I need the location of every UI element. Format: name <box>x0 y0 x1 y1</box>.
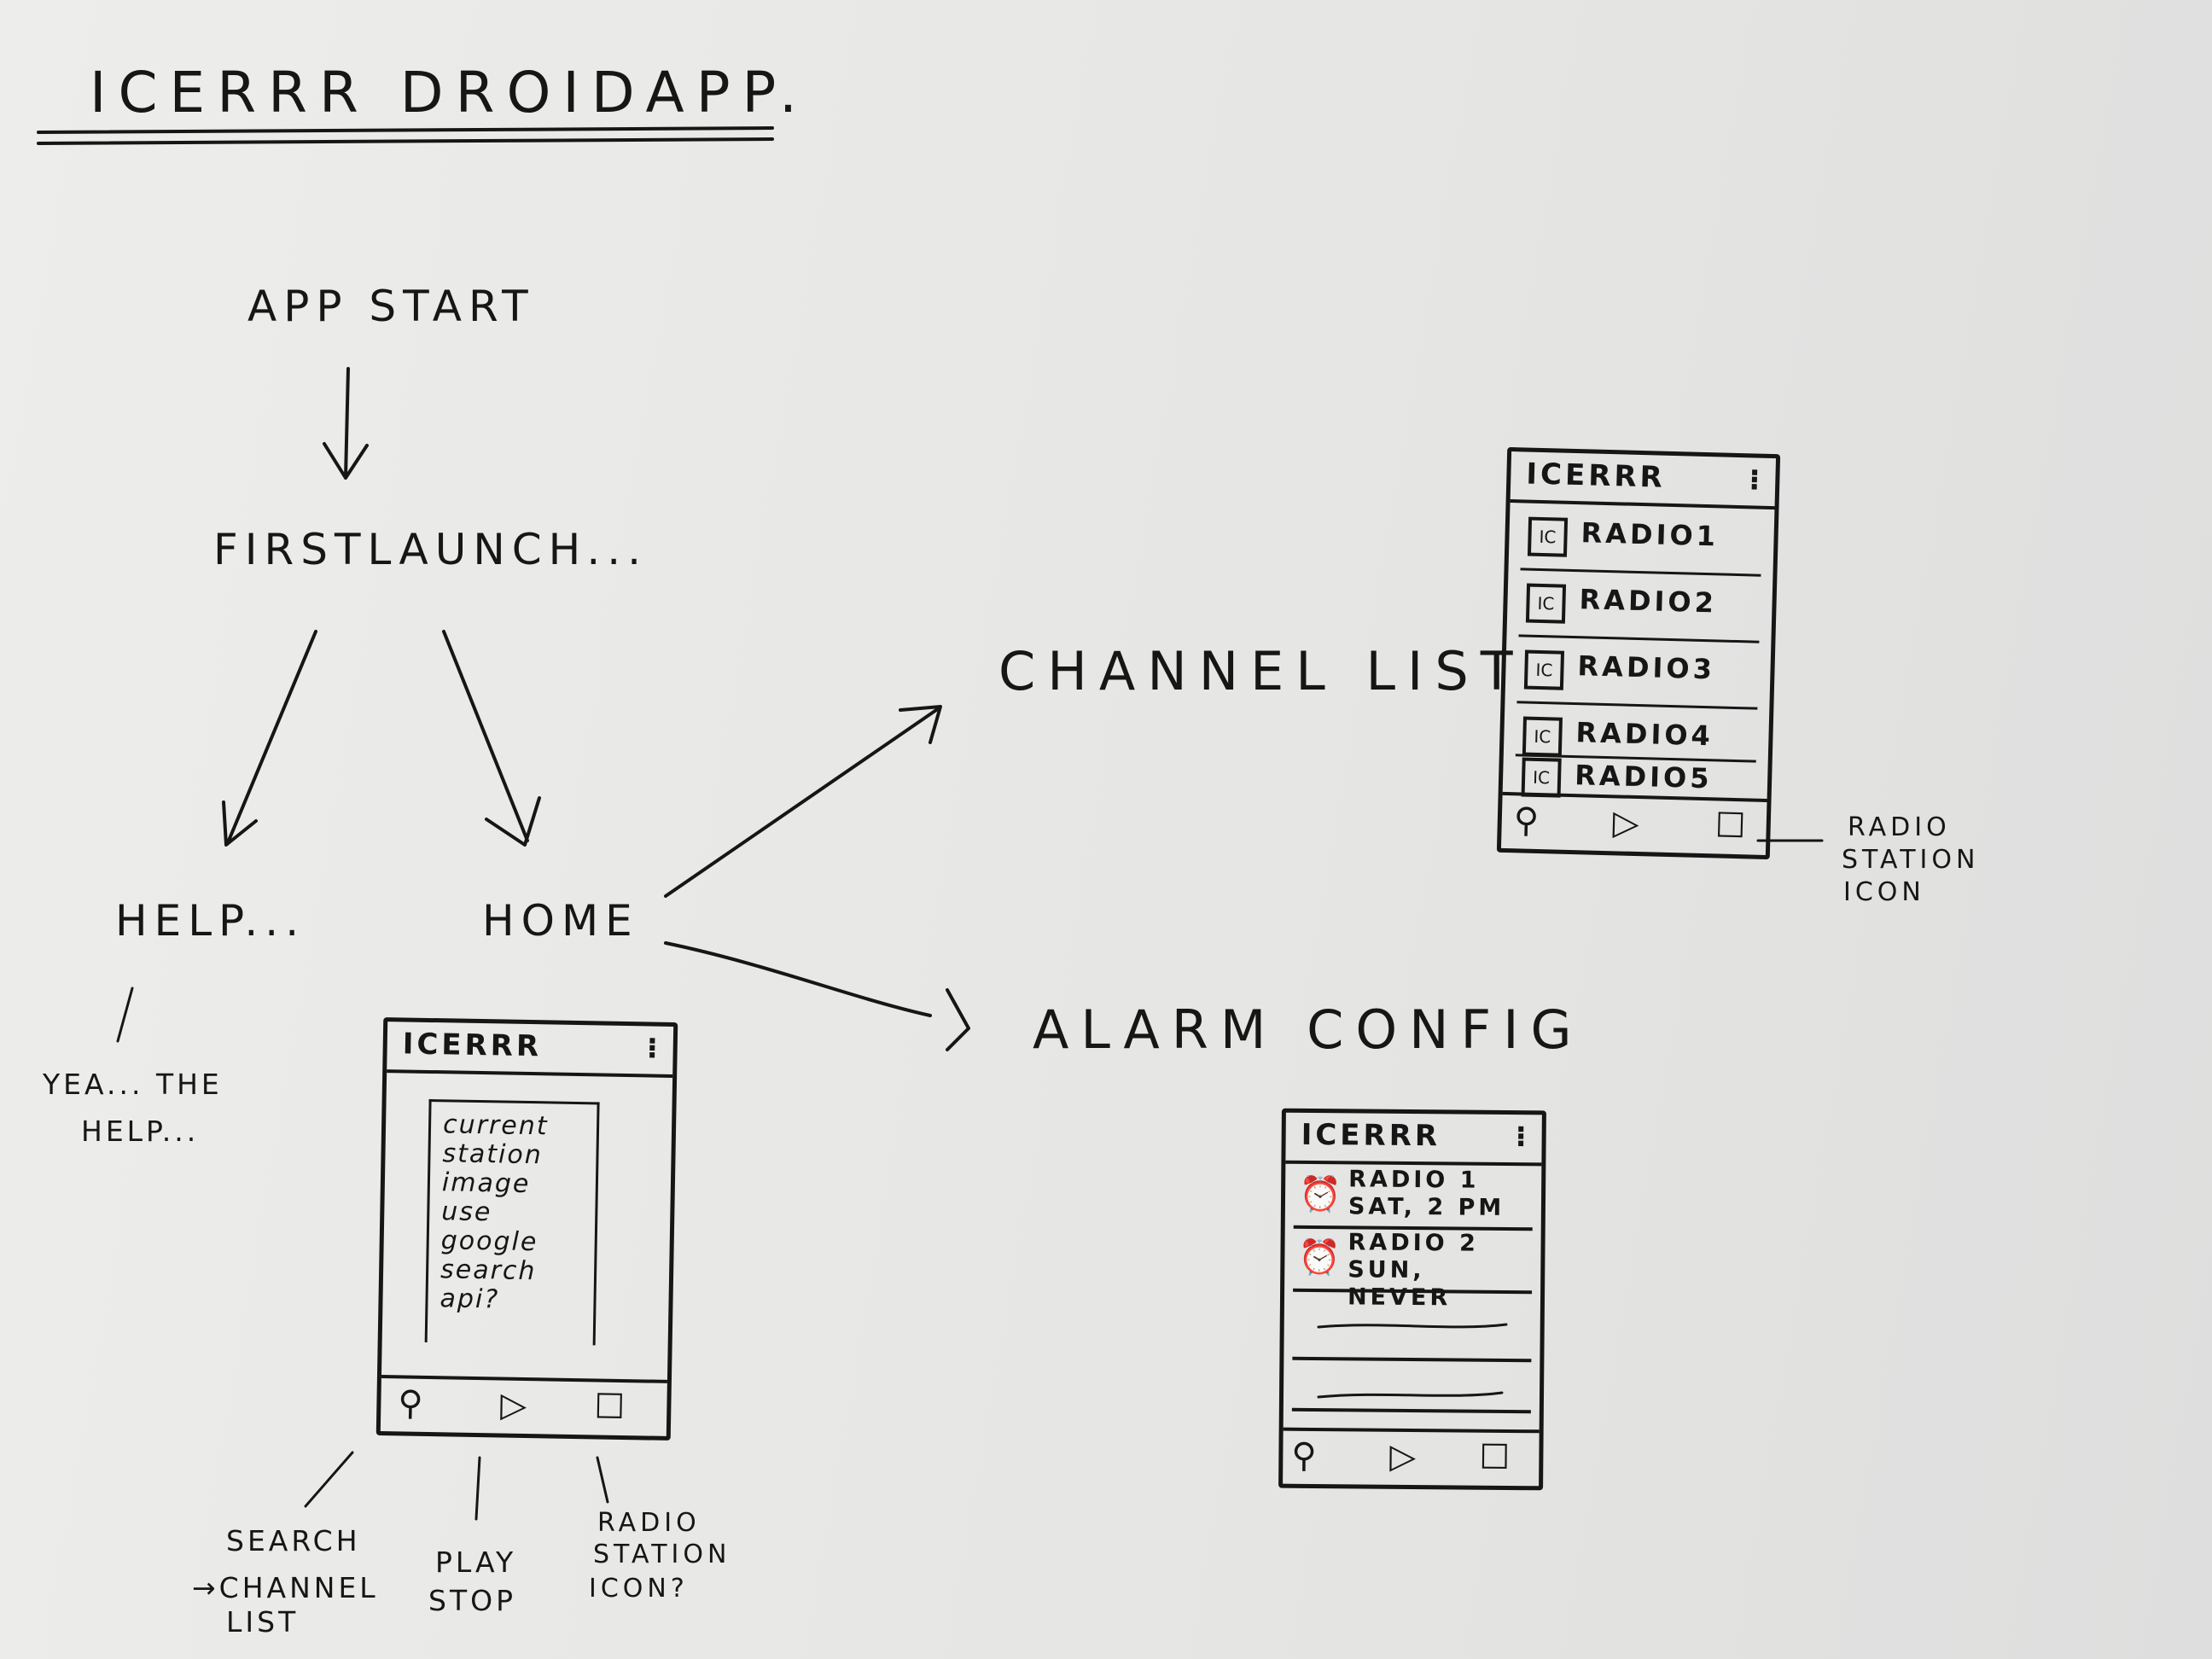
alarm-clock-icon: ⏰ <box>1298 1174 1342 1215</box>
content-line: image <box>441 1167 531 1200</box>
station-icon: IC <box>1522 716 1563 757</box>
play-icon[interactable]: ▷ <box>1389 1436 1417 1477</box>
annotation-station: STATION <box>593 1540 731 1569</box>
annotation-stop: STOP <box>428 1584 516 1617</box>
station-icon: IC <box>1523 649 1565 690</box>
channel-annotation: RADIO <box>1848 812 1951 842</box>
home-bottom-bar: ⚲ ▷ ☐ <box>380 1375 667 1436</box>
content-line: current <box>442 1109 549 1142</box>
channel-list-phone-sketch: ICERRR ⁝ IC RADIO1 IC RADIO2 IC RADIO3 I… <box>1496 446 1781 860</box>
home-phone-sketch: ICERRR ⁝ current station image use googl… <box>375 1017 678 1441</box>
alarm-config-phone-sketch: ICERRR ⁝ ⏰ RADIO 1 SAT, 2 PM ⏰ RADIO 2 S… <box>1278 1108 1546 1491</box>
radio-station-icon[interactable]: ☐ <box>593 1387 626 1428</box>
channel-bottom-bar: ⚲ ▷ ☐ <box>1500 791 1767 855</box>
play-icon[interactable]: ▷ <box>1612 803 1640 844</box>
annotation-station: RADIO <box>597 1508 701 1538</box>
station-row[interactable]: IC RADIO1 <box>1520 501 1763 577</box>
station-name: RADIO1 <box>1580 516 1720 553</box>
alarm-station: RADIO 1 <box>1348 1166 1480 1194</box>
radio-station-icon[interactable]: ☐ <box>1479 1437 1511 1478</box>
node-alarm-config: ALARM CONFIG <box>1033 998 1584 1061</box>
help-note-line1: YEA... THE <box>43 1068 223 1101</box>
annotation-search: →CHANNEL <box>192 1571 379 1604</box>
node-help: HELP... <box>115 896 306 946</box>
alarm-clock-icon: ⏰ <box>1298 1237 1342 1278</box>
station-name: RADIO5 <box>1574 759 1714 795</box>
station-row[interactable]: IC RADIO3 <box>1516 634 1760 710</box>
alarm-row[interactable]: ⏰ RADIO 1 SAT, 2 PM <box>1293 1161 1534 1231</box>
content-line: use google <box>440 1196 538 1258</box>
home-app-name: ICERRR <box>402 1027 543 1064</box>
node-channel-list: CHANNEL LIST <box>998 640 1525 702</box>
node-home: HOME <box>482 896 639 946</box>
station-row[interactable]: IC RADIO2 <box>1518 568 1761 643</box>
home-app-bar: ICERRR ⁝ <box>387 1022 674 1078</box>
annotation-play: PLAY <box>435 1545 517 1579</box>
radio-station-icon[interactable]: ☐ <box>1714 806 1747 847</box>
alarm-app-name: ICERRR <box>1301 1117 1441 1154</box>
overflow-menu-icon[interactable]: ⁝ <box>1515 1120 1527 1155</box>
alarm-app-bar: ICERRR ⁝ <box>1285 1112 1542 1167</box>
station-icon: IC <box>1525 583 1567 624</box>
help-note-line2: HELP... <box>81 1115 200 1148</box>
alarm-row-placeholder <box>1292 1288 1533 1363</box>
channel-app-bar: ICERRR ⁝ <box>1510 451 1777 510</box>
current-station-image: current station image use google search … <box>424 1098 600 1346</box>
annotation-station: ICON? <box>589 1574 689 1604</box>
station-name: RADIO4 <box>1575 716 1714 753</box>
play-icon[interactable]: ▷ <box>499 1385 527 1426</box>
station-icon: IC <box>1527 516 1569 557</box>
alarm-row-placeholder <box>1291 1356 1532 1414</box>
search-icon[interactable]: ⚲ <box>1513 800 1540 841</box>
station-name: RADIO3 <box>1577 649 1716 686</box>
station-row[interactable]: IC RADIO4 <box>1515 701 1758 763</box>
annotation-search: LIST <box>226 1605 300 1639</box>
annotation-search: SEARCH <box>226 1524 361 1557</box>
diagram-title: ICERRR DROIDAPP. <box>90 60 810 125</box>
overflow-menu-icon[interactable]: ⁝ <box>1748 463 1761 498</box>
content-line: station <box>442 1138 544 1171</box>
channel-app-name: ICERRR <box>1525 457 1667 495</box>
alarm-schedule: SAT, 2 PM <box>1348 1193 1505 1221</box>
search-icon[interactable]: ⚲ <box>398 1383 424 1423</box>
search-icon[interactable]: ⚲ <box>1291 1435 1317 1476</box>
channel-annotation: STATION <box>1842 845 1980 875</box>
overflow-menu-icon[interactable]: ⁝ <box>646 1031 659 1066</box>
node-app-start: APP START <box>247 282 535 331</box>
alarm-row[interactable]: ⏰ RADIO 2 SUN, NEVER <box>1293 1225 1533 1311</box>
channel-annotation: ICON <box>1843 877 1925 907</box>
station-name: RADIO2 <box>1579 583 1718 620</box>
node-first-launch: FIRSTLAUNCH... <box>213 525 649 574</box>
alarm-bottom-bar: ⚲ ▷ ☐ <box>1283 1427 1540 1487</box>
station-icon: IC <box>1521 757 1562 798</box>
alarm-station: RADIO 2 <box>1348 1229 1480 1257</box>
content-line: search api? <box>439 1254 537 1315</box>
